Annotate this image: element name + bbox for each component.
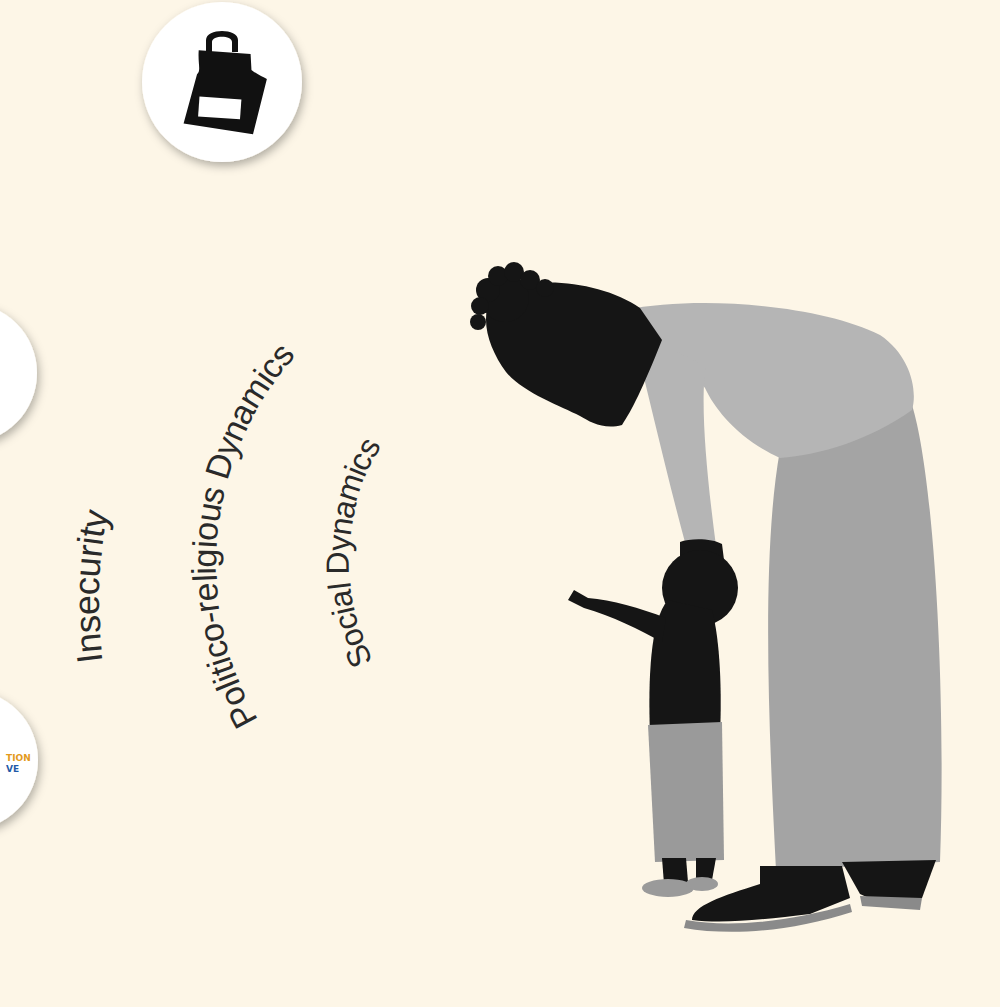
- letter: u: [70, 556, 107, 579]
- ring-band: Politico-religious DynamicsSocial Dynami…: [140, 178, 912, 950]
- letter: i: [187, 567, 221, 575]
- logo-circle: [0, 690, 38, 830]
- ring-label: Insecurity: [67, 499, 115, 678]
- ring-label: Politico-religious Dynamics: [185, 335, 301, 735]
- letter: s: [69, 614, 106, 634]
- ring-band: Social Dynamics: [280, 270, 860, 850]
- letter: c: [69, 576, 106, 595]
- icon-circle: [0, 303, 37, 443]
- ring-circle: [140, 178, 912, 950]
- ring-band: InsecurityPolitico-religious DynamicsSoc…: [12, 72, 1000, 1007]
- letter: e: [187, 581, 223, 603]
- letter: y: [322, 534, 355, 552]
- icon-circle: [142, 2, 302, 162]
- ring-label: Social Dynamics: [320, 429, 386, 675]
- woman-silhouette: [470, 262, 942, 932]
- letter: e: [69, 595, 105, 615]
- letter: D: [322, 551, 354, 574]
- letter: g: [187, 548, 221, 568]
- child-silhouette: [568, 550, 738, 897]
- logo-text: VE: [6, 765, 19, 774]
- letter: o: [188, 520, 224, 542]
- letter: n: [70, 631, 108, 654]
- logo-text: TION: [6, 754, 31, 763]
- letter: [322, 573, 355, 584]
- ring-circle: [12, 72, 1000, 1007]
- ring-circle: [280, 270, 860, 850]
